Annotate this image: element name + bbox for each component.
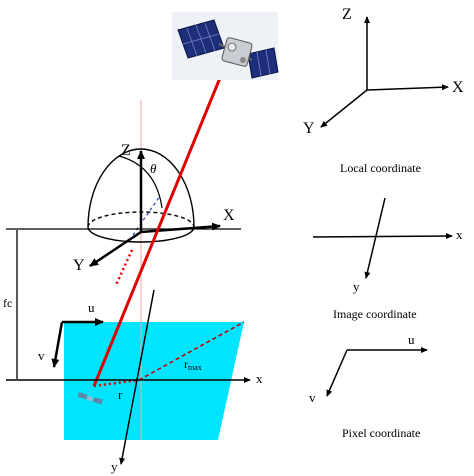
image-y-label: y [111, 459, 118, 474]
local-y-axis [89, 230, 142, 268]
y-axis-label: Y [73, 257, 85, 274]
local-coordinate-legend [320, 16, 449, 128]
pixel-coordinate-legend [326, 347, 428, 397]
image-y-axis [119, 289, 155, 465]
pixel-coordinate-caption: Pixel coordinate [342, 426, 420, 440]
legend-pixel-u-label: u [408, 332, 415, 347]
satellite-icon [172, 12, 279, 80]
image-coordinate-legend [312, 197, 453, 279]
theta-label: θ [150, 161, 157, 176]
ray-extension-dotted [114, 249, 134, 286]
legend-image-y-label: y [353, 279, 360, 294]
local-coordinate-caption: Local coordinate [340, 161, 421, 175]
legend-local-x-label: X [452, 79, 464, 96]
r-max-label: rmax [184, 357, 202, 372]
legend-local-z-label: Z [342, 6, 352, 23]
x-axis-label: X [223, 207, 235, 224]
image-coordinate-caption: Image coordinate [333, 307, 417, 321]
satellite-ray [92, 72, 224, 387]
legend-pixel-v-label: v [309, 390, 316, 405]
r-label: r [118, 387, 123, 402]
fc-label: fc [3, 296, 12, 310]
image-plane [64, 322, 244, 440]
z-axis-label: Z [121, 142, 131, 159]
legend-local-y-label: Y [303, 120, 315, 137]
ground-target-icon [77, 392, 103, 405]
u-label: u [88, 300, 95, 315]
v-label: v [38, 348, 45, 363]
r-max-line [138, 321, 245, 381]
pixel-v-axis [51, 321, 64, 368]
legend-image-x-label: x [456, 227, 463, 242]
image-x-label: x [256, 371, 263, 386]
